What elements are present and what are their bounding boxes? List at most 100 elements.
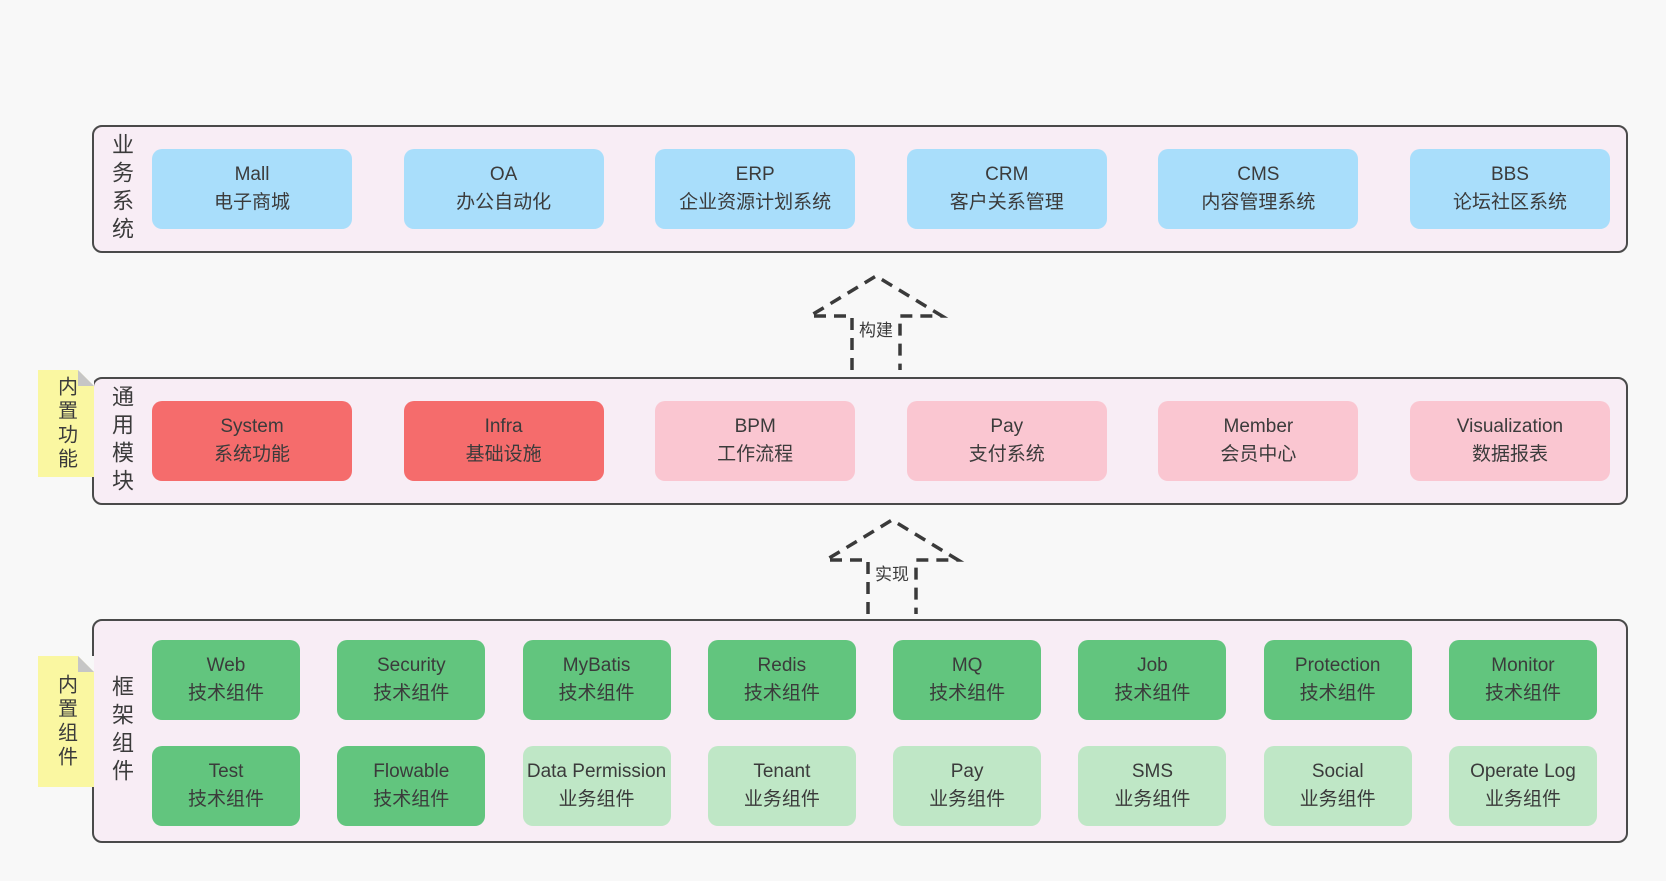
box-name: Test [208,761,244,783]
build-arrow: 构建 [801,272,951,372]
box-test: Test 技术组件 [152,746,300,826]
box-name: Flowable [373,761,450,783]
box-subtitle: 技术组件 [373,789,450,810]
box-mq: MQ 技术组件 [893,640,1042,720]
box-subtitle: 工作流程 [717,444,794,465]
box-pay-module: Pay 支付系统 [906,401,1107,481]
box-subtitle: 业务组件 [929,789,1006,810]
box-name: MyBatis [562,655,631,677]
box-subtitle: 基础设施 [465,444,542,465]
box-subtitle: 数据报表 [1471,444,1548,465]
box-name: Job [1137,655,1168,677]
builtin-components-sticky-note: 内置组件 [38,656,94,787]
box-sms: SMS 业务组件 [1078,746,1227,826]
box-name: SMS [1131,761,1173,783]
implement-arrow-label: 实现 [873,560,911,585]
box-erp: ERP 企业资源计划系统 [655,149,856,229]
box-name: CRM [985,163,1029,185]
box-name: Infra [484,415,523,437]
box-subtitle: 电子商城 [213,192,290,213]
box-subtitle: 业务组件 [558,789,635,810]
box-subtitle: 系统功能 [213,444,290,465]
box-subtitle: 业务组件 [1484,789,1561,810]
box-subtitle: 业务组件 [1299,789,1376,810]
box-name: ERP [735,163,775,185]
box-subtitle: 会员中心 [1220,444,1297,465]
box-name: Redis [757,655,807,677]
box-bpm: BPM 工作流程 [655,401,856,481]
box-subtitle: 内容管理系统 [1201,192,1316,213]
box-subtitle: 论坛社区系统 [1452,192,1567,213]
box-name: Monitor [1491,655,1555,677]
builtin-features-sticky-note: 内置功能 [38,370,94,477]
framework-components-row-1: Web 技术组件 Security 技术组件 MyBatis 技术组件 Redi… [152,640,1597,720]
box-name: Data Permission [526,761,667,783]
box-name: Social [1311,761,1364,783]
box-subtitle: 企业资源计划系统 [679,192,832,213]
box-subtitle: 技术组件 [187,683,264,704]
box-subtitle: 技术组件 [373,683,450,704]
box-redis: Redis 技术组件 [707,640,856,720]
box-bbs: BBS 论坛社区系统 [1409,149,1610,229]
box-subtitle: 技术组件 [1484,683,1561,704]
box-subtitle: 技术组件 [187,789,264,810]
box-visualization: Visualization 数据报表 [1409,401,1610,481]
box-name: Tenant [753,761,811,783]
layer-business-systems: 业务系统 Mall 电子商城 OA 办公自动化 ERP 企业资源计划系统 CRM… [92,125,1628,253]
box-subtitle: 支付系统 [968,444,1045,465]
implement-arrow: 实现 [817,516,967,616]
box-job: Job 技术组件 [1078,640,1227,720]
layer-framework-components-label: 框架组件 [109,675,134,787]
box-monitor: Monitor 技术组件 [1448,640,1597,720]
box-name: BBS [1490,163,1529,185]
box-subtitle: 技术组件 [1114,683,1191,704]
box-system: System 系统功能 [152,401,352,481]
box-name: System [220,415,284,437]
box-name: Security [376,655,446,677]
box-subtitle: 技术组件 [929,683,1006,704]
framework-components-row-2: Test 技术组件 Flowable 技术组件 Data Permission … [152,746,1597,826]
build-arrow-label: 构建 [857,316,895,341]
box-name: Protection [1294,655,1381,677]
box-name: Operate Log [1470,761,1576,783]
box-member: Member 会员中心 [1158,401,1359,481]
box-name: Mall [234,163,270,185]
box-security: Security 技术组件 [337,640,486,720]
box-mybatis: MyBatis 技术组件 [522,640,671,720]
box-name: Visualization [1456,415,1564,437]
box-tenant: Tenant 业务组件 [707,746,856,826]
box-infra: Infra 基础设施 [403,401,604,481]
layer-common-modules-label: 通用模块 [109,385,134,497]
layer-business-systems-label: 业务系统 [109,133,134,245]
box-cms: CMS 内容管理系统 [1158,149,1359,229]
box-social: Social 业务组件 [1263,746,1412,826]
box-flowable: Flowable 技术组件 [337,746,486,826]
box-name: BPM [734,415,776,437]
business-systems-row: Mall 电子商城 OA 办公自动化 ERP 企业资源计划系统 CRM 客户关系… [152,127,1610,251]
box-name: Pay [950,761,984,783]
box-name: Pay [990,415,1024,437]
box-subtitle: 业务组件 [743,789,820,810]
box-subtitle: 技术组件 [1299,683,1376,704]
box-name: MQ [951,655,983,677]
box-mall: Mall 电子商城 [152,149,352,229]
box-pay-component: Pay 业务组件 [893,746,1042,826]
box-name: Web [206,655,246,677]
box-subtitle: 办公自动化 [456,192,552,213]
layer-common-modules: 通用模块 System 系统功能 Infra 基础设施 BPM 工作流程 Pay… [92,377,1628,505]
box-data-permission: Data Permission 业务组件 [522,746,671,826]
common-modules-row: System 系统功能 Infra 基础设施 BPM 工作流程 Pay 支付系统… [152,379,1610,503]
box-subtitle: 技术组件 [558,683,635,704]
box-name: OA [489,163,518,185]
box-operate-log: Operate Log 业务组件 [1448,746,1597,826]
box-name: CMS [1237,163,1280,185]
box-subtitle: 客户关系管理 [949,192,1064,213]
box-subtitle: 技术组件 [743,683,820,704]
box-oa: OA 办公自动化 [403,149,604,229]
box-crm: CRM 客户关系管理 [906,149,1107,229]
box-protection: Protection 技术组件 [1263,640,1412,720]
box-name: Member [1223,415,1294,437]
box-web: Web 技术组件 [152,640,300,720]
box-subtitle: 业务组件 [1114,789,1191,810]
